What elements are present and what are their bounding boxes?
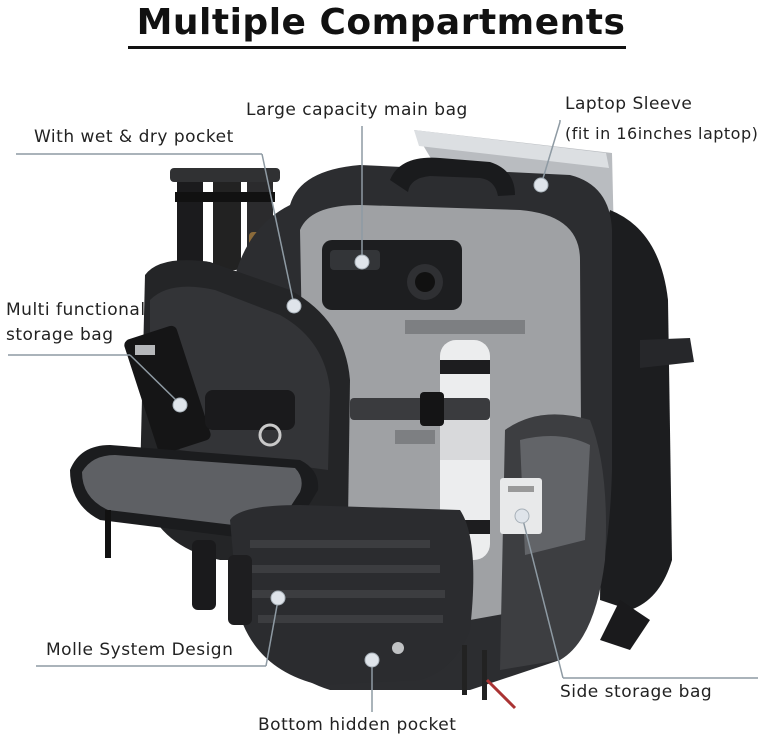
callout-multi-line1: Multi functional [6, 300, 146, 320]
callout-wet-dry: With wet & dry pocket [34, 127, 234, 147]
callout-dots [172, 177, 549, 668]
front-flap [70, 260, 350, 560]
shoulder-strap [600, 210, 672, 610]
callout-laptop-sub: (fit in 16inches laptop) [565, 124, 759, 143]
molle-panel [230, 505, 474, 685]
page-title: Multiple Compartments [136, 2, 626, 43]
callout-molle: Molle System Design [46, 640, 234, 660]
callout-side: Side storage bag [560, 682, 713, 702]
callout-laptop-title: Laptop Sleeve [565, 94, 693, 114]
callout-bottom: Bottom hidden pocket [258, 715, 457, 735]
title-underline [128, 46, 626, 49]
callout-main-bag: Large capacity main bag [246, 100, 468, 120]
leader-lines [8, 120, 758, 712]
callout-multi-line2: storage bag [6, 325, 114, 345]
